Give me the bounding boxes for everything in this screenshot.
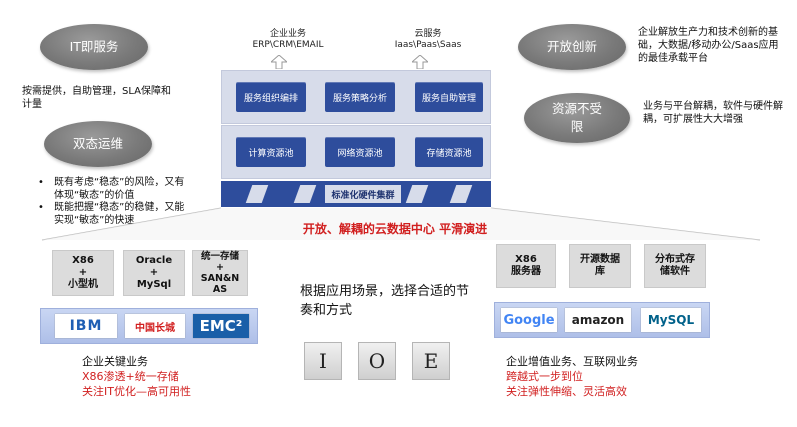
opensource-db-box: 开源数据 库 [569, 244, 631, 288]
open-innovation-label: 开放创新 [546, 39, 597, 54]
ioe-e-box: E [412, 342, 450, 380]
oracle-mysql-box: Oracle + MySql [123, 250, 185, 296]
service-layer: 服务组织编排 服务策略分析 服务自助管理 [221, 70, 491, 124]
unlimited-label: 资源不受限 [551, 101, 602, 134]
dual-mode-bubble: 双态运维 [44, 121, 152, 167]
dual-mode-label: 双态运维 [72, 136, 123, 151]
it-service-label: IT即服务 [69, 39, 119, 54]
greatwall-logo: 中国长城 [125, 314, 185, 338]
open-innovation-note: 企业解放生产力和技术创新的基础，大数据/移动办公/Saas应用的最佳承载平台 [638, 27, 779, 64]
unified-storage-box: 统一存储 + SAN&N AS [192, 250, 248, 296]
unlimited-note: 业务与平台解耦，软件与硬件解耦，可扩展性大大增强 [643, 101, 783, 125]
distributed-storage-box: 分布式存 储软件 [644, 244, 706, 288]
google-logo: Google [501, 308, 557, 332]
ioe-i-box: I [304, 342, 342, 380]
spread-lines [41, 207, 761, 241]
resource-pool-layer: 计算资源池 网络资源池 存储资源池 [221, 125, 491, 179]
up-arrow-icon [271, 55, 287, 69]
service-selfservice-box: 服务自助管理 [415, 82, 483, 112]
vendor-logo-strip-right: Google amazon MySQL [494, 302, 710, 338]
bullet-dot: • [38, 177, 44, 188]
datacenter-banner: 开放、解耦的云数据中心 平滑演进 [302, 222, 488, 236]
enterprise-business-label: 企业业务 ERP\CRM\EMAIL [252, 29, 324, 50]
dual-mode-bullet-text: 既能把握“稳态”的稳健，又能实现“敏态”的快速 [54, 202, 185, 226]
dual-mode-bullet-1: • 既有考虑“稳态”的风险，又有体现“敏态”的价值 [36, 176, 194, 202]
up-arrow-icon [412, 55, 428, 69]
x86-minicomputer-box: X86 + 小型机 [52, 250, 114, 296]
cloud-service-label: 云服务 Iaas\Paas\Saas [394, 29, 462, 50]
network-pool-box: 网络资源池 [325, 137, 395, 167]
emc-logo: EMC² [193, 314, 249, 338]
right-caption-3: 关注弹性伸缩、灵活高效 [506, 385, 627, 398]
storage-pool-box: 存储资源池 [415, 137, 483, 167]
mysql-logo: MySQL [641, 308, 701, 332]
left-caption-2: X86渗透+统一存储 [82, 370, 179, 383]
hardware-label-box: 标准化硬件集群 [325, 185, 401, 203]
right-caption-2: 跨越式一步到位 [506, 370, 583, 383]
ibm-logo: IBM [55, 314, 117, 338]
it-service-note: 按需提供，自助管理，SLA保障和计量 [22, 86, 171, 110]
x86-server-box: X86 服务器 [496, 244, 556, 288]
it-service-bubble: IT即服务 [40, 24, 148, 70]
amazon-logo: amazon [565, 308, 631, 332]
dual-mode-bullet-2: • 既能把握“稳态”的稳健，又能实现“敏态”的快速 [36, 201, 194, 227]
vendor-logo-strip-left: IBM 中国长城 EMC² [40, 308, 258, 344]
ioe-o-box: O [358, 342, 396, 380]
service-orchestration-box: 服务组织编排 [236, 82, 306, 112]
hardware-cluster-bar: 标准化硬件集群 [221, 181, 491, 207]
compute-pool-box: 计算资源池 [236, 137, 306, 167]
left-caption-3: 关注IT优化—高可用性 [82, 385, 191, 398]
bullet-dot: • [38, 202, 44, 213]
right-caption-1: 企业增值业务、互联网业务 [506, 355, 638, 368]
left-caption-1: 企业关键业务 [82, 355, 148, 368]
center-description: 根据应用场景，选择合适的节奏和方式 [300, 284, 470, 318]
open-innovation-bubble: 开放创新 [518, 24, 626, 70]
dual-mode-bullet-text: 既有考虑“稳态”的风险，又有体现“敏态”的价值 [54, 177, 185, 201]
service-policy-box: 服务策略分析 [325, 82, 395, 112]
unlimited-bubble: 资源不受限 [524, 93, 630, 143]
